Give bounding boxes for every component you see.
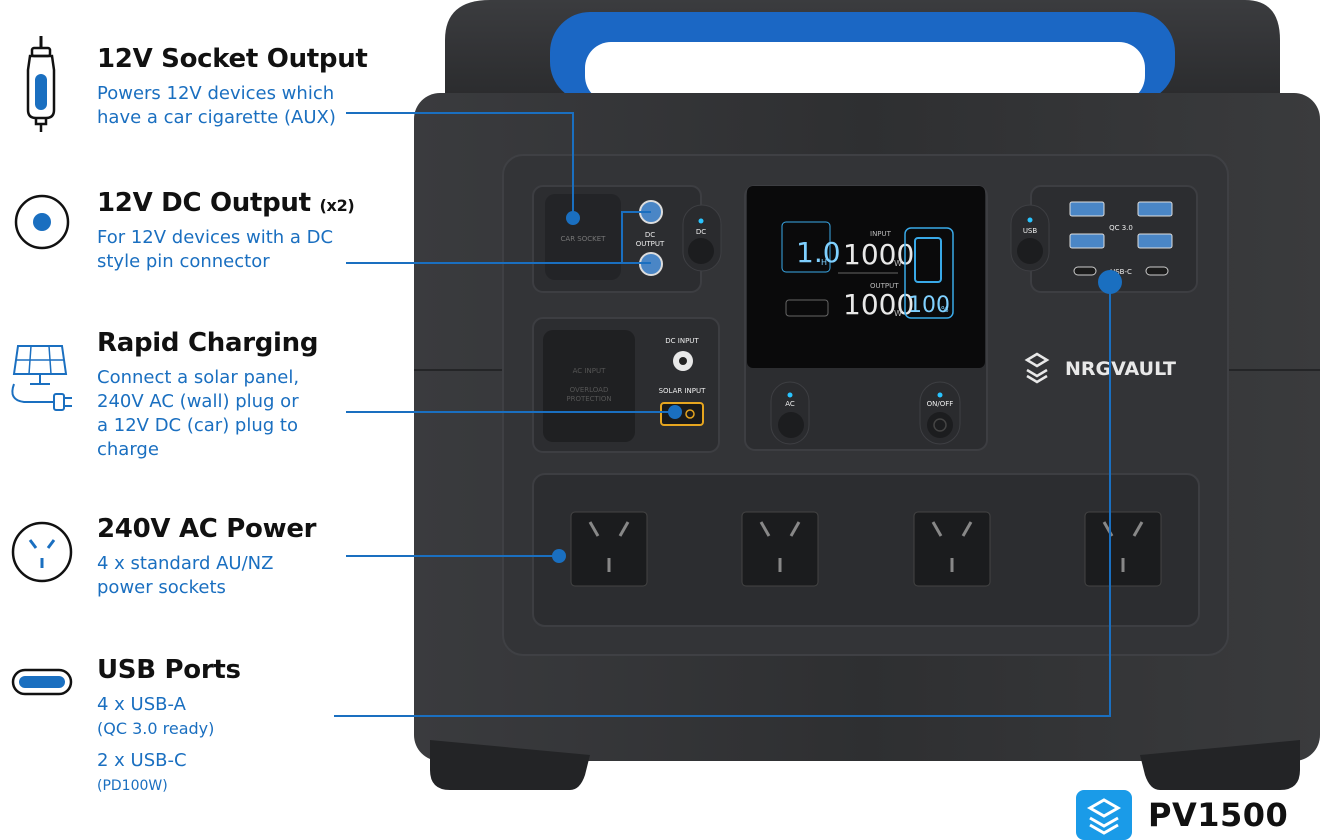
onoff-button-label: ON/OFF <box>927 400 954 408</box>
svg-text:W: W <box>894 309 902 318</box>
feature-title: USB Ports <box>97 655 241 685</box>
usb-button-label: USB <box>1023 227 1038 235</box>
feature-title: 12V Socket Output <box>97 44 368 74</box>
foot-right <box>1140 740 1300 790</box>
usb-a-port-3 <box>1069 233 1105 249</box>
ac-power-button[interactable] <box>778 412 804 438</box>
input-module: AC INPUT OVERLOAD PROTECTION DC INPUT SO… <box>532 317 720 453</box>
qc-label: QC 3.0 <box>1109 224 1133 232</box>
usb-a-port-4 <box>1137 233 1173 249</box>
svg-text:%: % <box>941 305 949 314</box>
dc-output-label-1: DC <box>645 231 655 239</box>
svg-text:AC INPUT: AC INPUT <box>573 367 606 375</box>
ac-outlet-row <box>532 473 1200 627</box>
device-brand-text: NRGVAULT <box>1065 358 1176 380</box>
dc-button-label: DC <box>696 228 706 236</box>
ac-outlet-icon <box>11 521 73 583</box>
lcd-time: 1.0 <box>796 236 841 269</box>
dc-input-label: DC INPUT <box>665 337 699 345</box>
usb-module: USB QC 3.0 USB-C <box>1010 185 1198 293</box>
svg-text:PROTECTION: PROTECTION <box>566 395 611 403</box>
dc-module: CAR SOCKET DC OUTPUT DC <box>532 185 722 293</box>
feature-title: Rapid Charging <box>97 328 319 358</box>
usb-a-port-1 <box>1069 201 1105 217</box>
feature-desc: 4 x USB-A (QC 3.0 ready) 2 x USB-C (PD10… <box>97 694 215 794</box>
lcd-input-value: 1000 <box>843 238 914 271</box>
carry-handle <box>445 0 1280 102</box>
ac-outlet-2 <box>741 511 819 587</box>
feature-title-suffix: (x2) <box>319 196 355 215</box>
callout-dots <box>552 211 1122 563</box>
feature-title: 240V AC Power <box>97 514 317 544</box>
car-socket-label: CAR SOCKET <box>561 235 607 243</box>
main-power-button[interactable] <box>927 412 953 438</box>
dc-power-button[interactable] <box>688 238 714 264</box>
usb-c-icon <box>11 668 73 696</box>
svg-text:H: H <box>821 258 827 267</box>
solar-panel-icon <box>11 345 72 411</box>
feature-socket-output: 12V Socket Output Powers 12V devices whi… <box>97 44 368 130</box>
ac-outlet-4 <box>1084 511 1162 587</box>
feature-dc-output: 12V DC Output (x2) For 12V devices with … <box>97 188 355 274</box>
ac-outlet-3 <box>913 511 991 587</box>
svg-text:OUTPUT: OUTPUT <box>870 282 899 290</box>
svg-text:W: W <box>894 259 902 268</box>
foot-left <box>430 740 590 790</box>
car-plug-icon <box>26 36 56 132</box>
usb-power-button[interactable] <box>1017 238 1043 264</box>
feature-usb-ports: USB Ports 4 x USB-A (QC 3.0 ready) 2 x U… <box>97 655 241 797</box>
svg-text:OVERLOAD: OVERLOAD <box>570 386 609 394</box>
ac-button-label: AC <box>785 400 795 408</box>
usb-c-port-1 <box>1073 266 1097 276</box>
feature-rapid-charging: Rapid Charging Connect a solar panel,240… <box>97 328 318 462</box>
ac-outlet-1 <box>570 511 648 587</box>
product-logo-icon <box>1076 790 1132 840</box>
feature-title: 12V DC Output <box>97 188 311 218</box>
dc-port-icon <box>14 194 70 250</box>
solar-input-label: SOLAR INPUT <box>659 387 707 395</box>
svg-text:INPUT: INPUT <box>870 230 892 238</box>
lcd-battery-icon <box>914 237 942 283</box>
solar-input-port <box>660 402 704 426</box>
usbc-label: USB-C <box>1110 268 1132 276</box>
usb-a-port-2 <box>1137 201 1173 217</box>
device-brand-logo: NRGVAULT <box>1024 352 1176 384</box>
feature-desc: Connect a solar panel,240V AC (wall) plu… <box>97 367 300 460</box>
usb-c-port-2 <box>1145 266 1169 276</box>
callout-lines <box>334 112 1111 717</box>
dc-output-label-2: OUTPUT <box>636 240 665 248</box>
lcd-output-value: 1000 <box>843 288 914 321</box>
product-name: PV1500 <box>1148 796 1289 834</box>
lcd-battery-percent: 100 <box>908 293 950 318</box>
lcd-display-module: 1.0 H INPUT 1000 W OUTPUT 1000 W 100 % A… <box>744 185 988 451</box>
